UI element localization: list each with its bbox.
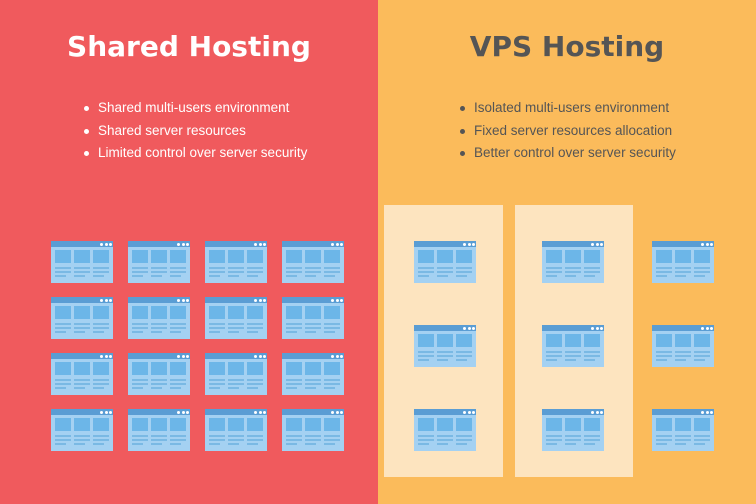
website-window-icon	[51, 297, 113, 339]
website-window-icon	[542, 409, 604, 451]
website-window-icon	[128, 353, 190, 395]
website-window-icon	[282, 409, 344, 451]
website-window-icon	[51, 241, 113, 283]
vps-hosting-panel: VPS Hosting Isolated multi-users environ…	[378, 0, 756, 504]
shared-feature-item: Shared server resources	[80, 120, 307, 143]
shared-feature-item: Shared multi-users environment	[80, 97, 307, 120]
vps-hosting-features: Isolated multi-users environment Fixed s…	[456, 97, 676, 165]
website-window-icon	[652, 241, 714, 283]
website-window-icon	[282, 353, 344, 395]
website-window-icon	[51, 409, 113, 451]
website-window-icon	[414, 409, 476, 451]
shared-hosting-panel: Shared Hosting Shared multi-users enviro…	[0, 0, 378, 504]
website-window-icon	[205, 297, 267, 339]
website-window-icon	[128, 409, 190, 451]
website-window-icon	[128, 297, 190, 339]
website-window-icon	[282, 241, 344, 283]
website-window-icon	[282, 297, 344, 339]
shared-hosting-title: Shared Hosting	[67, 30, 311, 63]
website-window-icon	[414, 325, 476, 367]
website-window-icon	[542, 325, 604, 367]
shared-feature-item: Limited control over server security	[80, 142, 307, 165]
website-window-icon	[51, 353, 113, 395]
website-window-icon	[128, 241, 190, 283]
vps-hosting-title: VPS Hosting	[469, 30, 665, 63]
website-window-icon	[652, 409, 714, 451]
vps-feature-item: Isolated multi-users environment	[456, 97, 676, 120]
shared-hosting-features: Shared multi-users environment Shared se…	[80, 97, 307, 165]
website-window-icon	[414, 241, 476, 283]
vps-feature-item: Fixed server resources allocation	[456, 120, 676, 143]
website-window-icon	[205, 241, 267, 283]
website-window-icon	[205, 409, 267, 451]
website-window-icon	[205, 353, 267, 395]
vps-feature-item: Better control over server security	[456, 142, 676, 165]
website-window-icon	[542, 241, 604, 283]
website-window-icon	[652, 325, 714, 367]
